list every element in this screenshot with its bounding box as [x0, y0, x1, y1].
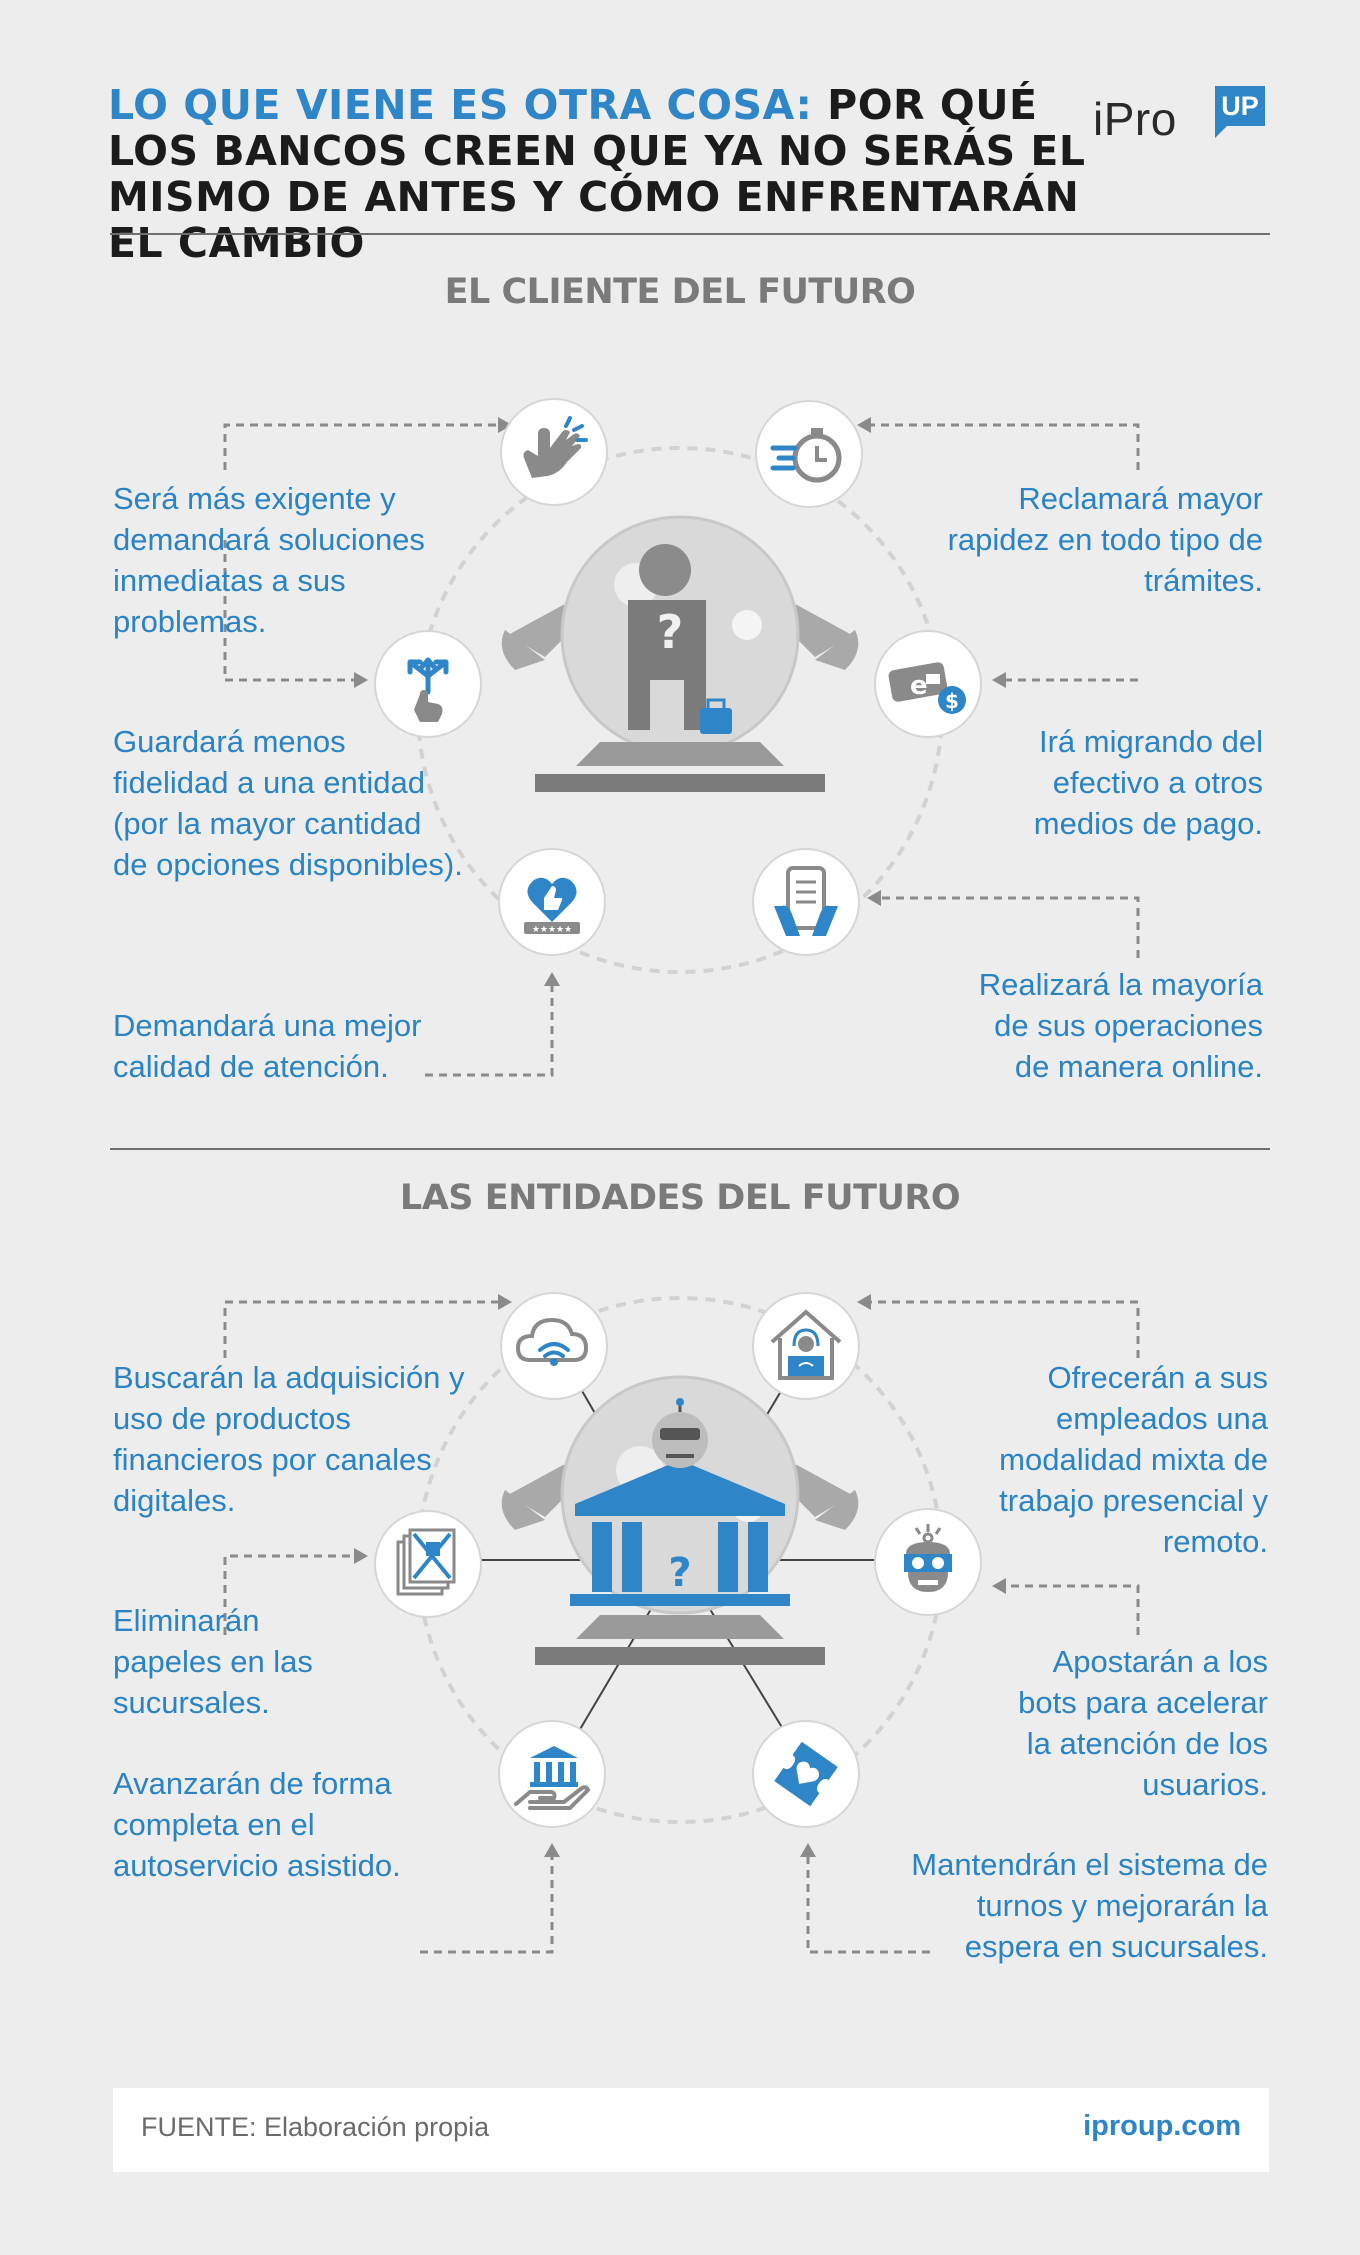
client-text-4: Reclamará mayor rapidez en todo tipo de …	[947, 481, 1263, 598]
pointing-hand-icon	[500, 398, 608, 506]
section-title-entities: LAS ENTIDADES DEL FUTURO	[399, 1178, 961, 1218]
connector-10	[870, 1300, 1140, 1358]
connector-6	[880, 896, 1140, 958]
connector-12	[806, 1856, 930, 1954]
connector-7	[223, 1300, 500, 1358]
footer-source: FUENTE: Elaboración propia	[141, 2112, 490, 2142]
arrowhead-9	[544, 1843, 560, 1857]
arrowhead-4	[857, 417, 871, 433]
connector-4	[870, 423, 1140, 470]
logo-badge: UP	[1215, 86, 1265, 126]
section-divider	[110, 1148, 1270, 1150]
arrowhead-5	[992, 672, 1006, 688]
stopwatch-speed-icon	[755, 400, 863, 508]
client-diagram: ?	[223, 417, 1140, 1077]
title-rest: POR QUÉ LOS BANCOS CREEN QUE YA NO SERÁS…	[108, 81, 1086, 267]
entity-text-1: Buscarán la adquisición y uso de product…	[113, 1360, 465, 1518]
entity-text-6: Mantendrán el sistema de turnos y mejora…	[911, 1847, 1268, 1964]
arrowhead-7	[498, 1294, 512, 1310]
bank-crystal-ball-illustration: ?	[501, 1375, 859, 1665]
logo-badge-tail	[1215, 124, 1229, 138]
page-title: LO QUE VIENE ES OTRA COSA: POR QUÉ LOS B…	[108, 82, 1108, 266]
section-title-client: EL CLIENTE DEL FUTURO	[444, 272, 916, 312]
client-text-3: Demandará una mejor calidad de atención.	[113, 1008, 422, 1084]
title-highlight: LO QUE VIENE ES OTRA COSA:	[108, 81, 813, 129]
entity-text-3: Avanzarán de forma completa en el autose…	[113, 1766, 401, 1883]
arrowhead-1	[498, 417, 512, 433]
arrowhead-10	[857, 1294, 871, 1310]
logo-text: iPro	[1093, 93, 1177, 145]
client-text-1: Será más exigente y demandará soluciones…	[113, 481, 425, 639]
footer-bar: FUENTE: Elaboración propia iproup.com	[113, 2088, 1269, 2172]
connector-11	[1005, 1584, 1140, 1635]
ticket-heart-icon	[752, 1720, 860, 1828]
svg-text:?: ?	[668, 1550, 691, 1596]
svg-text:?: ?	[657, 605, 684, 659]
connector-2	[223, 540, 355, 682]
branching-arrows-icon	[374, 630, 482, 738]
entity-text-2: Eliminarán papeles en las sucursales.	[113, 1603, 313, 1720]
arrowhead-6	[867, 890, 881, 906]
home-office-icon	[752, 1292, 860, 1400]
client-text-6: Realizará la mayoría de sus operaciones …	[978, 967, 1263, 1084]
connector-9	[420, 1856, 554, 1954]
arrowhead-2	[354, 672, 368, 688]
smartphone-hands-icon	[752, 848, 860, 956]
client-text-2: Guardará menos fidelidad a una entidad (…	[113, 724, 463, 882]
bank-hand-icon	[498, 1720, 606, 1828]
arrowhead-12	[800, 1843, 816, 1857]
cloud-wifi-icon	[500, 1292, 608, 1400]
connector-3	[425, 985, 554, 1077]
entity-text-4: Ofrecerán a sus empleados una modalidad …	[999, 1360, 1268, 1559]
svg-text:$: $	[945, 689, 959, 713]
bot-icon	[874, 1508, 982, 1616]
connector-1	[223, 423, 500, 470]
crossed-papers-icon	[374, 1510, 482, 1618]
arrowhead-11	[992, 1578, 1006, 1594]
svg-text:★★★★★: ★★★★★	[532, 925, 572, 935]
client-text-5: Irá migrando del efectivo a otros medios…	[1033, 724, 1263, 841]
arrowhead-3	[544, 972, 560, 986]
entity-text-5: Apostarán a los bots para acelerar la at…	[1018, 1644, 1268, 1802]
footer-url-link[interactable]: iproup.com	[1083, 2110, 1241, 2142]
heart-thumbs-up-rating-icon: ★★★★★	[498, 848, 606, 956]
arrowhead-8	[354, 1548, 368, 1564]
svg-text:e: e	[910, 671, 928, 701]
iproup-logo: iPro UP	[1093, 86, 1268, 156]
header-divider	[110, 233, 1270, 235]
crystal-ball-illustration: ?	[501, 515, 859, 792]
digital-payment-icon: e $	[874, 630, 982, 738]
